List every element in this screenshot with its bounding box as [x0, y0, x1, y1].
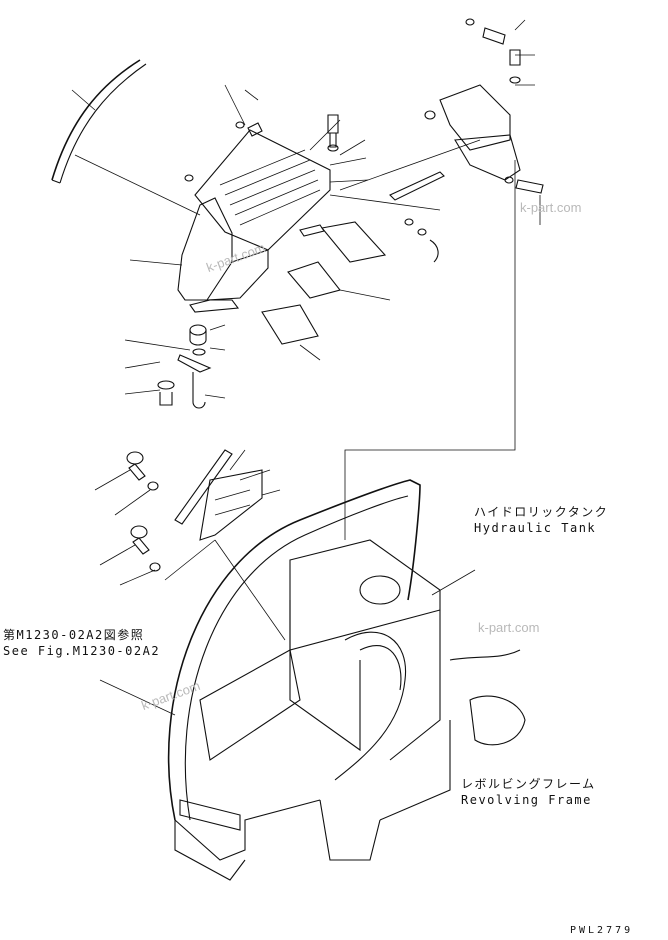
revolving-frame-label-jp: レボルビングフレーム [461, 777, 596, 791]
revolving-frame-label-en: Revolving Frame [461, 793, 592, 807]
watermark: k-part.com [478, 620, 540, 635]
upper-cover-assembly [157, 129, 331, 409]
hydraulic-tank-label-jp: ハイドロリックタンク [474, 505, 609, 519]
bolts-washers-top [184, 114, 445, 263]
right-bracket [424, 18, 544, 194]
side-brackets [126, 449, 263, 572]
leader-lines [71, 19, 541, 716]
watermark: k-part.com [520, 200, 582, 215]
curved-trim-strip [51, 59, 147, 184]
hydraulic-tank-label-en: Hydraulic Tank [474, 521, 597, 535]
reference-label-jp: 第M1230-02A2図参照 [3, 628, 145, 642]
revolving-frame [167, 479, 526, 881]
drawing-code: PWL2779 [570, 925, 634, 936]
rubber-pads [261, 221, 387, 345]
reference-label-en: See Fig.M1230-02A2 [3, 644, 161, 658]
